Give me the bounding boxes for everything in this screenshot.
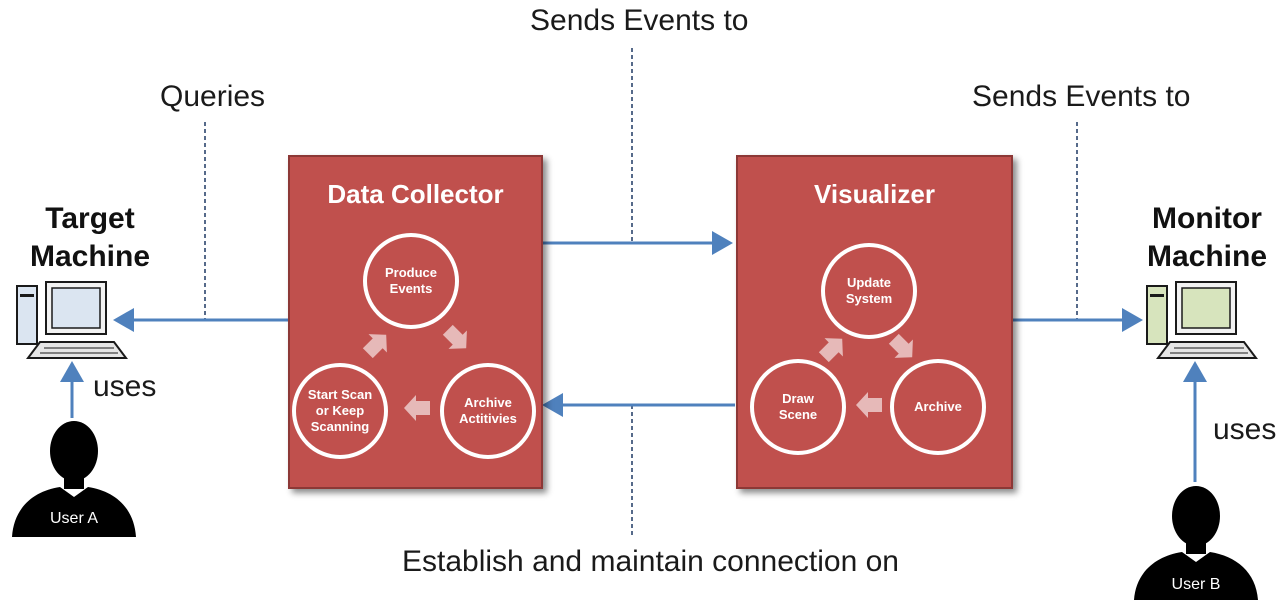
user-b-label: User B [1171,576,1221,593]
sends-events-right-label: Sends Events to [972,80,1191,113]
data-collector-title: Data Collector [327,179,504,209]
cycle-arrow-icon [818,338,843,363]
draw-scene-label: Draw Scene [778,391,818,422]
cycle-arrow-icon [362,334,387,359]
queries-label: Queries [160,80,266,113]
target-machine-title-line2: Machine [29,240,151,273]
establish-label: Establish and maintain connection on [402,545,899,578]
computer-icon [1146,281,1258,359]
monitor-machine-title-line2: Machine [1146,240,1268,273]
archive-step: Archive [890,359,986,455]
cycle-arrow-icon [856,392,882,418]
sends-events-top-label: Sends Events to [530,4,749,37]
scan-label: Start Scan or Keep Scanning [307,387,373,434]
visualizer-title: Visualizer [814,179,935,209]
update-system-label: Update System [845,275,893,306]
archive-activities-step: Archive Actitivies [440,363,536,459]
monitor-machine-title: Monitor Machine [1130,200,1284,276]
uses-right-label: uses [1213,413,1277,446]
user-b-icon [1134,486,1258,600]
archive-label: Archive [914,399,962,414]
user-a-icon [12,421,136,537]
visualizer-panel: Visualizer Update System Archive Draw Sc… [736,155,1013,489]
archive-activities-label: Archive Actitivies [459,395,517,426]
update-system-step: Update System [821,243,917,339]
draw-scene-step: Draw Scene [750,359,846,455]
target-machine-title-line1: Target [45,202,135,235]
cycle-arrow-icon [442,324,467,349]
cycle-arrow-icon [404,395,430,421]
produce-events-step: Produce Events [363,233,459,329]
computer-icon [16,281,128,359]
produce-events-label: Produce Events [384,265,437,296]
monitor-machine-title-line1: Monitor [1152,202,1262,235]
user-a-label: User A [49,510,98,527]
target-machine-title: Target Machine [10,200,170,276]
cycle-arrow-icon [888,333,913,358]
data-collector-panel: Data Collector Produce Events Archive Ac… [288,155,543,489]
uses-left-label: uses [93,370,157,403]
scan-step: Start Scan or Keep Scanning [292,363,388,459]
